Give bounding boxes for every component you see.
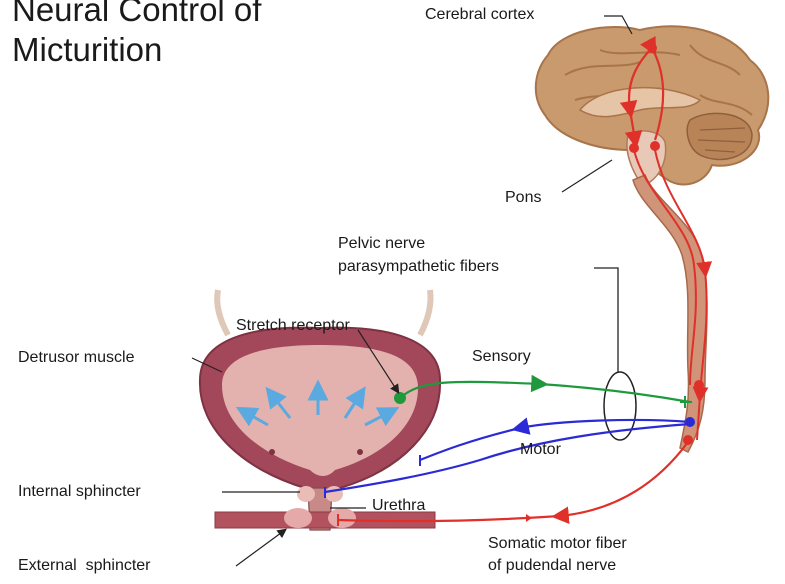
stretch-receptor-dot <box>394 392 406 404</box>
label-cerebral-cortex: Cerebral cortex <box>425 5 534 25</box>
label-somatic-2: of pudendal nerve <box>488 556 616 576</box>
cortex-neuron <box>647 43 657 53</box>
label-internal-sphincter: Internal sphincter <box>18 482 141 502</box>
label-detrusor-muscle: Detrusor muscle <box>18 348 134 368</box>
label-pons: Pons <box>505 188 541 208</box>
label-motor: Motor <box>520 440 561 460</box>
pons-neuron-2 <box>650 141 660 151</box>
label-urethra: Urethra <box>372 496 425 516</box>
spinal-neuron-1 <box>694 380 704 390</box>
sensory-pathway <box>400 382 690 402</box>
label-external-sphincter: External sphincter <box>18 556 151 576</box>
label-pelvic-nerve-2: parasympathetic fibers <box>338 257 499 277</box>
label-sensory: Sensory <box>472 347 531 367</box>
label-stretch-receptor: Stretch receptor <box>236 316 350 336</box>
label-pelvic-nerve-1: Pelvic nerve <box>338 234 425 254</box>
label-somatic-1: Somatic motor fiber <box>488 534 627 554</box>
